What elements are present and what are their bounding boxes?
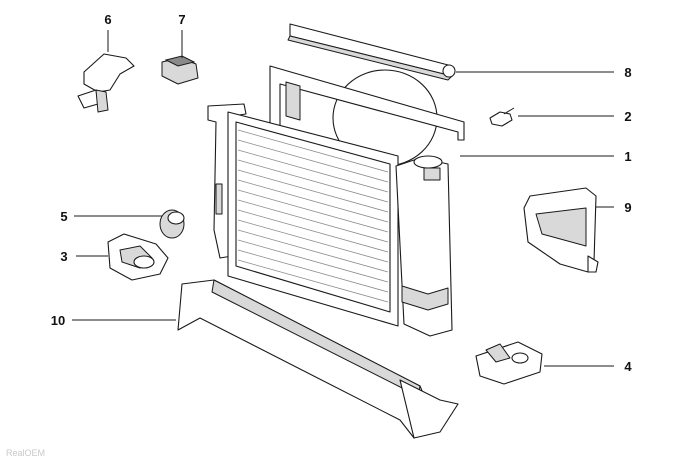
part-4-mount bbox=[475, 341, 543, 385]
part-6-bracket bbox=[77, 53, 135, 113]
part-1-radiator bbox=[207, 103, 453, 337]
callout-10: 10 bbox=[51, 313, 65, 328]
callout-1: 1 bbox=[624, 149, 631, 164]
part-10-cross-member bbox=[177, 279, 459, 439]
callout-4: 4 bbox=[624, 359, 632, 374]
callout-8: 8 bbox=[624, 65, 631, 80]
part-9-air-duct bbox=[523, 187, 599, 273]
part-5-bushing bbox=[159, 209, 185, 239]
callout-9: 9 bbox=[624, 200, 631, 215]
part-3-bracket bbox=[107, 233, 169, 281]
part-7-mount bbox=[161, 55, 199, 85]
callout-6: 6 bbox=[104, 12, 111, 27]
callout-5: 5 bbox=[60, 209, 67, 224]
callouts: 6 7 8 2 1 9 5 3 10 4 bbox=[51, 12, 633, 374]
callout-2: 2 bbox=[624, 109, 631, 124]
part-2-pin bbox=[489, 107, 515, 127]
callout-7: 7 bbox=[178, 12, 185, 27]
leader-lines bbox=[72, 30, 614, 367]
fan-shroud bbox=[269, 65, 465, 231]
watermark: RealOEM bbox=[6, 448, 45, 458]
callout-3: 3 bbox=[60, 249, 67, 264]
part-8-seal-strip bbox=[287, 23, 456, 81]
